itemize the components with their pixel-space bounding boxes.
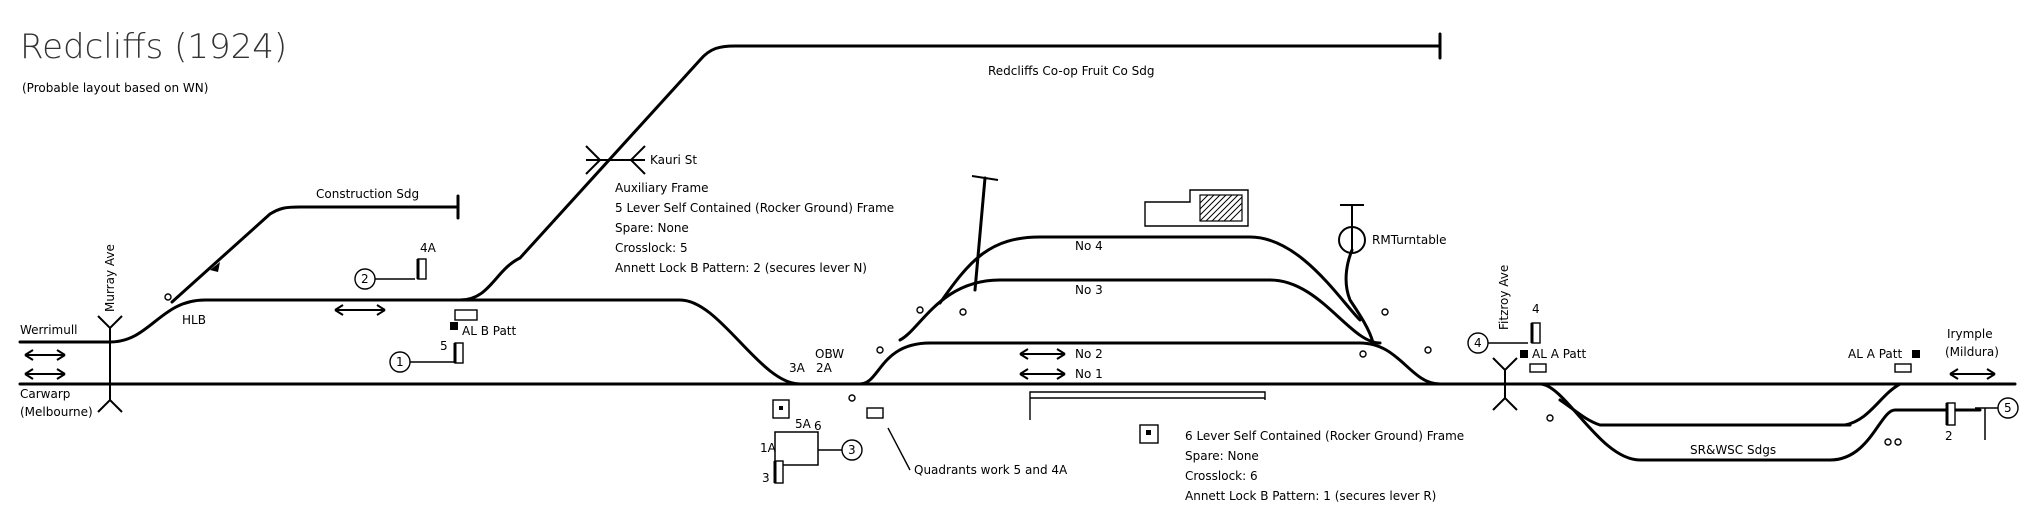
signal-post-5 <box>1945 397 2019 440</box>
quadrant-icon <box>866 407 884 419</box>
ground-frame-3 <box>1894 363 1912 373</box>
quadrant-pointer <box>887 427 911 471</box>
srwsc-siding-outer <box>1538 382 1982 462</box>
page-subtitle: (Probable layout based on WN) <box>22 81 208 95</box>
lever-2: 2 <box>1945 429 1953 443</box>
lever-1a: 1A <box>760 441 777 455</box>
direction-carwarp: Carwarp <box>20 387 70 401</box>
ground-frame-2-block <box>1520 350 1528 358</box>
lever-4a: 4A <box>420 241 437 255</box>
detector-9 <box>1546 414 1554 422</box>
lever-5a: 5A <box>795 417 812 431</box>
road-kauri-st: Kauri St <box>650 153 697 167</box>
ground-frame-3-block <box>1912 350 1920 358</box>
ground-frame-1 <box>454 309 478 321</box>
siding-construction: Construction Sdg <box>316 187 419 201</box>
road-no2 <box>858 341 1442 386</box>
siding-srwsc: SR&WSC Sdgs <box>1690 443 1776 457</box>
label-al-a-patt-1: AL A Patt <box>1532 347 1586 361</box>
detector-5 <box>1381 308 1389 316</box>
road-no4 <box>938 235 1362 322</box>
aux-frame-line-3: Spare: None <box>615 221 689 235</box>
detector-3 <box>916 306 924 314</box>
quadrants-note: Quadrants work 5 and 4A <box>914 463 1068 477</box>
turntable-label: RMTurntable <box>1372 233 1447 247</box>
construction-siding-points <box>210 262 220 272</box>
label-al-a-patt-2: AL A Patt <box>1848 347 1902 361</box>
signal-post-4 <box>1467 322 1541 354</box>
aux-frame-notes: Auxiliary Frame 5 Lever Self Contained (… <box>615 181 894 275</box>
lever-5: 5 <box>440 339 448 353</box>
main-frame-line-3: Crosslock: 6 <box>1185 469 1258 483</box>
road-no4-label: No 4 <box>1075 239 1103 253</box>
road-murray-ave: Murray Ave <box>103 244 117 312</box>
label-hlb: HLB <box>182 313 206 327</box>
srwsc-siding-inner <box>1558 398 1852 427</box>
coop-siding-track <box>458 44 1442 302</box>
kauri-st-mark-left <box>585 145 602 175</box>
lever-2a: 2A <box>816 361 833 375</box>
lever-3a: 3A <box>789 361 806 375</box>
dead-end-spur <box>973 176 987 292</box>
siding-coop: Redcliffs Co-op Fruit Co Sdg <box>988 64 1154 78</box>
circle-label-1: 1 <box>396 355 404 369</box>
direction-mildura: (Mildura) <box>1945 345 1999 359</box>
detector-11 <box>1894 438 1902 446</box>
ground-frame-2 <box>1529 363 1547 373</box>
direction-werrimull: Werrimull <box>20 323 78 337</box>
direction-arrows <box>24 304 1996 380</box>
label-al-b-patt: AL B Patt <box>462 324 517 338</box>
detector-2 <box>876 346 884 354</box>
lever-4: 4 <box>1532 302 1540 316</box>
srwsc-siding-join <box>1843 382 1902 427</box>
page-title: Redcliffs (1924) <box>20 27 287 67</box>
lever-3: 3 <box>762 471 770 485</box>
lever-obw: OBW <box>815 347 844 361</box>
signal-post-1 <box>389 342 464 373</box>
road-fitzroy-ave: Fitzroy Ave <box>1497 265 1511 330</box>
aux-frame-icon-dot <box>779 406 783 410</box>
road-no3-label: No 3 <box>1075 283 1103 297</box>
circle-label-4: 4 <box>1474 336 1482 350</box>
circle-label-5: 5 <box>2004 401 2012 415</box>
building-hatched <box>1199 194 1243 222</box>
main-frame-line-4: Annett Lock B Pattern: 1 (secures lever … <box>1185 489 1436 503</box>
platform <box>1029 391 1266 420</box>
detector-4 <box>959 308 967 316</box>
dead-end-stop <box>971 175 999 181</box>
building-outline <box>1144 189 1249 227</box>
loop-line <box>18 298 802 386</box>
road-no2-label: No 2 <box>1075 347 1103 361</box>
fitzroy-ave-crossing <box>1492 357 1518 411</box>
aux-frame-line-5: Annett Lock B Pattern: 2 (secures lever … <box>615 261 867 275</box>
detector-6 <box>1359 350 1367 358</box>
detector-1 <box>164 293 172 301</box>
main-frame-notes: 6 Lever Self Contained (Rocker Ground) F… <box>1185 429 1464 503</box>
construction-siding-track <box>170 205 460 304</box>
signal-post-3 <box>773 431 863 484</box>
detector-10 <box>1884 438 1892 446</box>
aux-frame-line-2: 5 Lever Self Contained (Rocker Ground) F… <box>615 201 894 215</box>
aux-frame-line-1: Auxiliary Frame <box>615 181 709 195</box>
ground-frame-1-block <box>450 322 458 330</box>
direction-irymple: Irymple <box>1947 327 1993 341</box>
circle-label-2: 2 <box>361 272 369 286</box>
main-frame-line-2: Spare: None <box>1185 449 1259 463</box>
aux-frame-line-4: Crosslock: 5 <box>615 241 688 255</box>
signal-post-2 <box>354 258 427 290</box>
circle-label-3: 3 <box>848 443 856 457</box>
kauri-st-mark-right <box>629 145 646 175</box>
road-no1-label: No 1 <box>1075 367 1103 381</box>
lever-6: 6 <box>814 419 822 433</box>
detector-8 <box>848 394 856 402</box>
direction-melbourne: (Melbourne) <box>20 405 93 419</box>
main-frame-icon-dot <box>1146 430 1151 435</box>
murray-ave-crossing <box>97 315 123 413</box>
main-frame-line-1: 6 Lever Self Contained (Rocker Ground) F… <box>1185 429 1464 443</box>
road-no3 <box>898 278 1382 345</box>
building-hatching <box>1199 194 1243 222</box>
detector-7 <box>1424 346 1432 354</box>
